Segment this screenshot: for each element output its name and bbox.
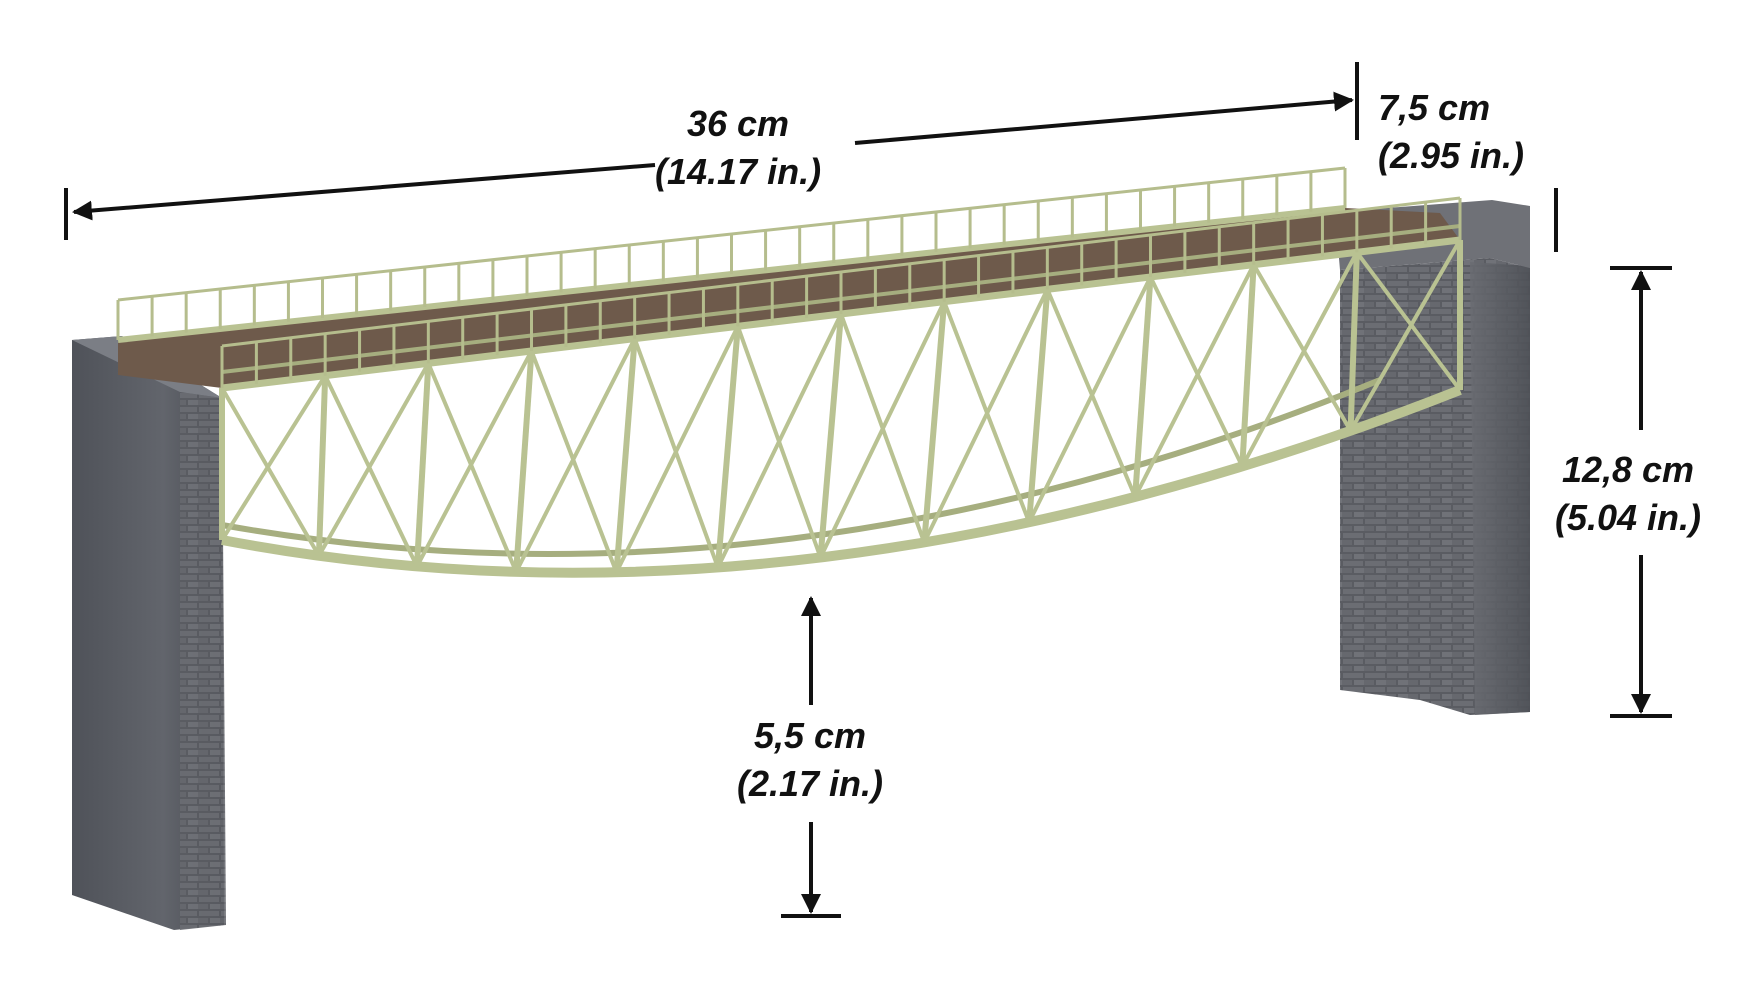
truss-diagonal: [514, 337, 637, 573]
truss-diagonal: [1133, 263, 1256, 498]
truss-vertical: [1132, 276, 1154, 498]
height-dimension-label: 12,8 cm (5.04 in.): [1555, 446, 1701, 542]
right-abutment: [1335, 200, 1530, 715]
truss-diagonal: [614, 325, 740, 574]
truss-diagonal: [1240, 251, 1359, 468]
height-imperial: (5.04 in.): [1555, 497, 1702, 538]
truss-vertical: [1239, 264, 1257, 467]
truss-vertical: [315, 375, 329, 556]
length-imperial: (14.17 in.): [655, 151, 822, 192]
clearance-dimension-label: 5,5 cm (2.17 in.): [737, 712, 883, 808]
truss-diagonal: [415, 350, 534, 568]
truss-vertical: [1347, 252, 1360, 431]
clearance-imperial: (2.17 in.): [737, 763, 884, 804]
truss-vertical: [921, 301, 948, 543]
truss-diagonal: [426, 362, 518, 573]
truss-vertical: [714, 326, 741, 568]
width-metric: 7,5 cm: [1378, 87, 1491, 128]
truss-bridge: [116, 166, 1463, 578]
truss-diagonal: [317, 362, 431, 557]
left-abutment: [72, 336, 226, 930]
length-metric: 36 cm: [686, 103, 790, 144]
truss-diagonal: [922, 288, 1050, 544]
length-dimension-label: 36 cm (14.17 in.): [655, 100, 821, 196]
truss-diagonal: [1251, 263, 1353, 432]
width-imperial: (2.95 in.): [1378, 135, 1525, 176]
height-metric: 12,8 cm: [1561, 449, 1695, 490]
truss-vertical: [613, 338, 638, 573]
truss-vertical: [413, 363, 432, 567]
truss-diagonal: [1355, 251, 1462, 392]
clearance-metric: 5,5 cm: [753, 715, 867, 756]
length-dimension-arrow-left: [72, 163, 656, 221]
truss-vertical: [1026, 289, 1051, 523]
dimension-lines: [64, 62, 1672, 918]
width-dimension-label: 7,5 cm (2.95 in.): [1378, 84, 1524, 180]
truss-vertical: [513, 350, 535, 573]
truss-diagonal: [1348, 239, 1462, 432]
truss-vertical: [817, 313, 844, 558]
truss-diagonal: [323, 374, 419, 568]
truss-diagonal: [220, 374, 327, 542]
length-dimension-arrow-right: [854, 91, 1354, 145]
truss-diagonal: [818, 300, 946, 559]
truss-diagonal: [1027, 276, 1153, 524]
truss-diagonal: [716, 313, 843, 569]
truss-diagonal: [220, 386, 321, 557]
truss-diagonal: [1148, 276, 1245, 468]
